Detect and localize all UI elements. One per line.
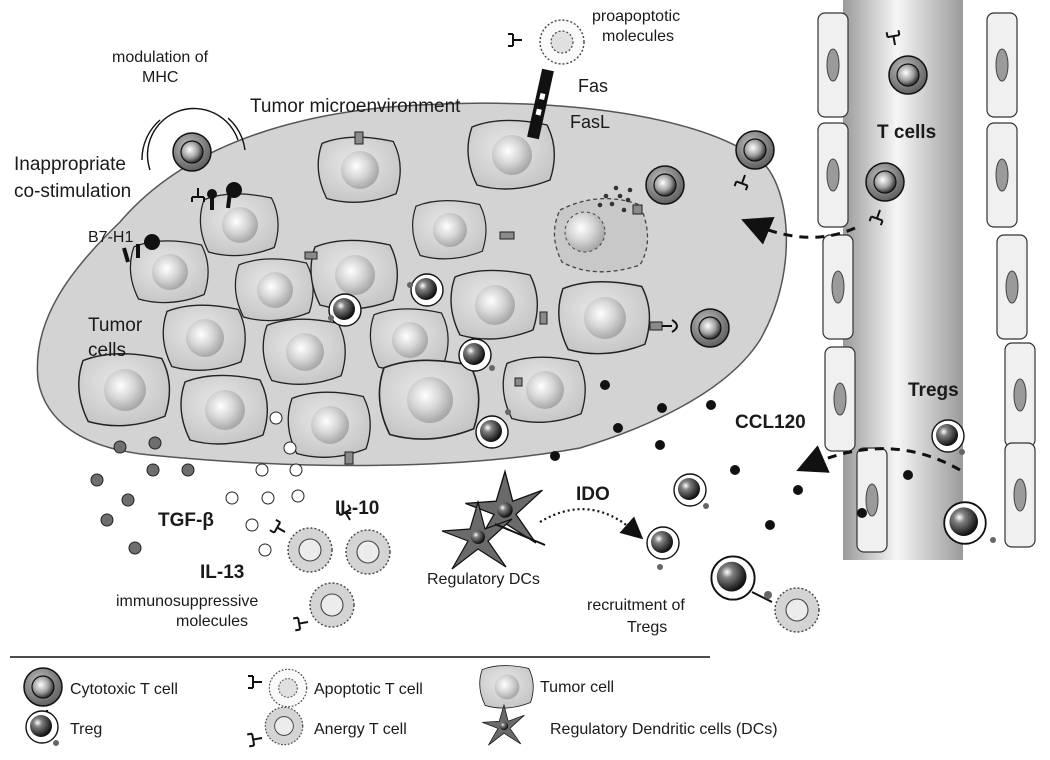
apoptotic-t-cell-top (539, 19, 585, 65)
ctl-right-edge (662, 308, 730, 348)
modulation-label-1: modulation of (112, 49, 209, 66)
tregs-label: Tregs (908, 380, 959, 401)
legend-anergy-label: Anergy T cell (314, 721, 407, 738)
il-dots (225, 411, 305, 557)
fas-fasl-stalk (527, 68, 554, 140)
legend-apoptotic-label: Apoptotic T cell (314, 681, 423, 698)
fasl-label: FasL (570, 112, 610, 132)
il13-label: IL-13 (200, 562, 244, 583)
tregs-in-tumor (328, 273, 511, 449)
legend-treg-label: Treg (70, 721, 102, 738)
costim-molecules (122, 182, 242, 263)
regulatory-dcs (441, 470, 546, 570)
immunosuppressive-label-2: molecules (176, 613, 248, 630)
legend-cytotoxic-label: Cytotoxic T cell (70, 681, 178, 698)
proapoptotic-label-2: molecules (602, 28, 674, 45)
ido-arrow (539, 508, 644, 540)
tgf-beta-label: TGF-β (158, 510, 214, 531)
ccl120-dots (550, 380, 913, 530)
tumor-cells-label-1: Tumor (88, 315, 143, 336)
mhc-ctl-cell (141, 107, 246, 203)
il10-label: IL-10 (335, 498, 379, 519)
tcell-migration-arrow (741, 216, 856, 245)
inappropriate-label-1: Inappropriate (14, 154, 126, 175)
proapoptotic-label-1: proapoptotic (592, 8, 680, 25)
tumor-cells-group (78, 119, 651, 458)
modulation-label-2: MHC (142, 69, 178, 86)
recruitment-label-2: Tregs (627, 619, 667, 636)
recruited-tregs (646, 473, 820, 633)
legend-dcs-label: Regulatory Dendritic cells (DCs) (550, 721, 778, 738)
tregs-in-vessel (931, 419, 996, 545)
b7h1-label: B7-H1 (88, 229, 133, 246)
tumor-microenvironment-label: Tumor microenvironment (250, 96, 461, 117)
regulatory-dcs-label: Regulatory DCs (427, 571, 540, 588)
inappropriate-label-2: co-stimulation (14, 181, 131, 202)
t-cells-label: T cells (877, 122, 936, 143)
ctl-killing (597, 165, 685, 215)
tumor-cells-label-2: cells (88, 340, 126, 361)
immunosuppressive-label-1: immunosuppressive (116, 593, 258, 610)
legend-tumor-label: Tumor cell (540, 679, 614, 696)
recruitment-label-1: recruitment of (587, 597, 685, 614)
apoptotic-receptor (507, 33, 523, 47)
legend-icons (23, 665, 534, 748)
ido-label: IDO (576, 484, 610, 505)
ccl120-label: CCL120 (735, 412, 806, 433)
blood-vessel (817, 0, 1036, 560)
anergy-t-cells (268, 503, 391, 632)
fas-label: Fas (578, 76, 608, 96)
treg-recruitment-arrow (796, 445, 961, 473)
tgf-beta-dots (90, 436, 195, 555)
